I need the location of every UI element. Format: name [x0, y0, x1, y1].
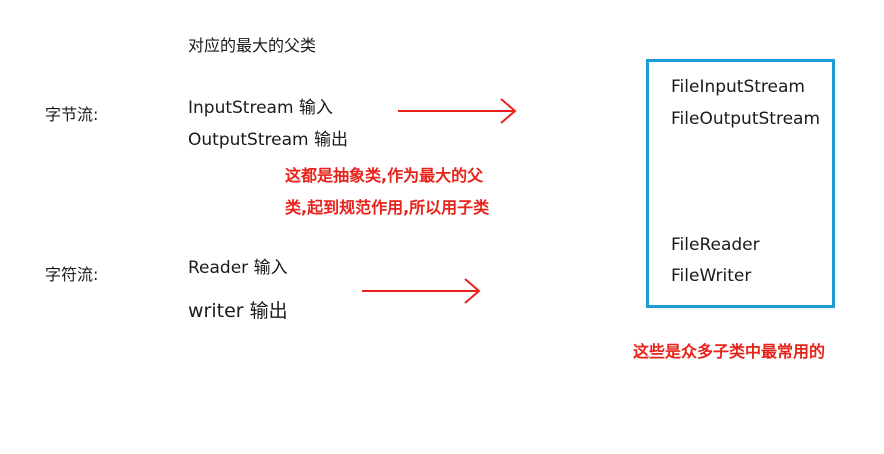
file-output-stream-text: FileOutputStream — [671, 109, 821, 129]
file-reader-text: FileReader — [671, 235, 760, 255]
input-stream-text: InputStream 输入 — [188, 98, 333, 118]
heading: 对应的最大的父类 — [188, 36, 317, 55]
file-writer-text: FileWriter — [671, 266, 752, 286]
output-stream-text: OutputStream 输出 — [188, 130, 348, 150]
byte-stream-arrow — [398, 98, 517, 124]
char-stream-arrow — [362, 278, 481, 304]
subclass-box — [646, 59, 835, 308]
char-stream-label: 字符流: — [45, 265, 99, 284]
writer-text: writer 输出 — [188, 300, 288, 322]
abstract-note-line-2: 类,起到规范作用,所以用子类 — [285, 198, 490, 217]
byte-stream-label: 字节流: — [45, 105, 99, 124]
reader-text: Reader 输入 — [188, 258, 288, 278]
abstract-note-line-1: 这都是抽象类,作为最大的父 — [285, 166, 484, 185]
footer-note: 这些是众多子类中最常用的 — [633, 342, 826, 361]
file-input-stream-text: FileInputStream — [671, 77, 805, 97]
